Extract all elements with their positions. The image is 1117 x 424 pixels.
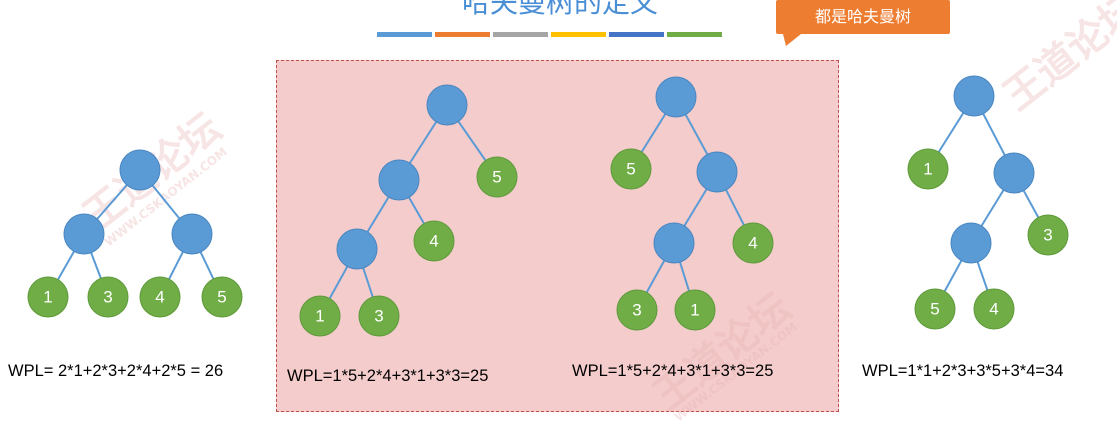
page-title: 哈夫曼树的定义: [461, 0, 658, 19]
tree-4: 1 3 5 4: [907, 75, 1069, 330]
internal-node: [378, 159, 420, 201]
internal-node: [171, 213, 213, 255]
color-bar-segment: [667, 32, 722, 37]
leaf-weight-label: 5: [930, 300, 939, 319]
internal-node: [336, 228, 378, 270]
internal-node: [63, 213, 105, 255]
leaf-node: [973, 288, 1015, 330]
tree-1: 1 3 4 5: [27, 149, 243, 318]
title-color-bar: [377, 32, 722, 37]
internal-node: [426, 84, 468, 126]
wpl-formula-tree-1: WPL= 2*1+2*3+2*4+2*5 = 26: [8, 362, 224, 380]
leaf-node: [610, 148, 652, 190]
leaf-node: [674, 289, 716, 331]
callout-bubble: 都是哈夫曼树: [776, 0, 950, 34]
leaf-node: [732, 222, 774, 264]
wpl-formula-tree-4: WPL=1*1+2*3+3*5+3*4=34: [862, 362, 1064, 380]
leaf-weight-label: 5: [626, 160, 635, 179]
leaf-weight-label: 1: [43, 288, 52, 307]
leaf-weight-label: 3: [103, 288, 112, 307]
callout-tail: [782, 30, 806, 46]
leaf-weight-label: 3: [374, 307, 383, 326]
tree-2: 5 4 1 3: [299, 84, 518, 337]
leaf-weight-label: 4: [748, 234, 757, 253]
leaf-node: [87, 276, 129, 318]
internal-node: [953, 75, 995, 117]
leaf-node: [413, 220, 455, 262]
leaf-weight-label: 1: [690, 301, 699, 320]
leaf-node: [616, 289, 658, 331]
leaf-weight-label: 1: [923, 160, 932, 179]
leaf-node: [299, 295, 341, 337]
color-bar-segment: [551, 32, 606, 37]
internal-node: [655, 76, 697, 118]
color-bar-segment: [493, 32, 548, 37]
leaf-weight-label: 3: [1043, 226, 1052, 245]
color-bar-segment: [609, 32, 664, 37]
internal-node: [993, 152, 1035, 194]
leaf-weight-label: 5: [492, 168, 501, 187]
leaf-weight-label: 4: [429, 232, 438, 251]
internal-node: [119, 149, 161, 191]
color-bar-segment: [435, 32, 490, 37]
internal-node: [653, 222, 695, 264]
wpl-formula-tree-2: WPL=1*5+2*4+3*1+3*3=25: [287, 367, 489, 385]
tree-3: 5 4 3 1: [610, 76, 774, 331]
leaf-weight-label: 1: [315, 307, 324, 326]
leaf-node: [358, 295, 400, 337]
leaf-node: [139, 276, 181, 318]
leaf-node: [907, 148, 949, 190]
leaf-weight-label: 4: [989, 300, 998, 319]
leaf-node: [201, 276, 243, 318]
leaf-node: [1027, 214, 1069, 256]
leaf-weight-label: 5: [217, 288, 226, 307]
color-bar-segment: [377, 32, 432, 37]
internal-node: [696, 151, 738, 193]
leaf-weight-label: 4: [155, 288, 164, 307]
leaf-weight-label: 3: [632, 301, 641, 320]
leaf-node: [914, 288, 956, 330]
leaf-node: [27, 276, 69, 318]
internal-node: [950, 222, 992, 264]
wpl-formula-tree-3: WPL=1*5+2*4+3*1+3*3=25: [572, 362, 774, 380]
leaf-node: [476, 156, 518, 198]
